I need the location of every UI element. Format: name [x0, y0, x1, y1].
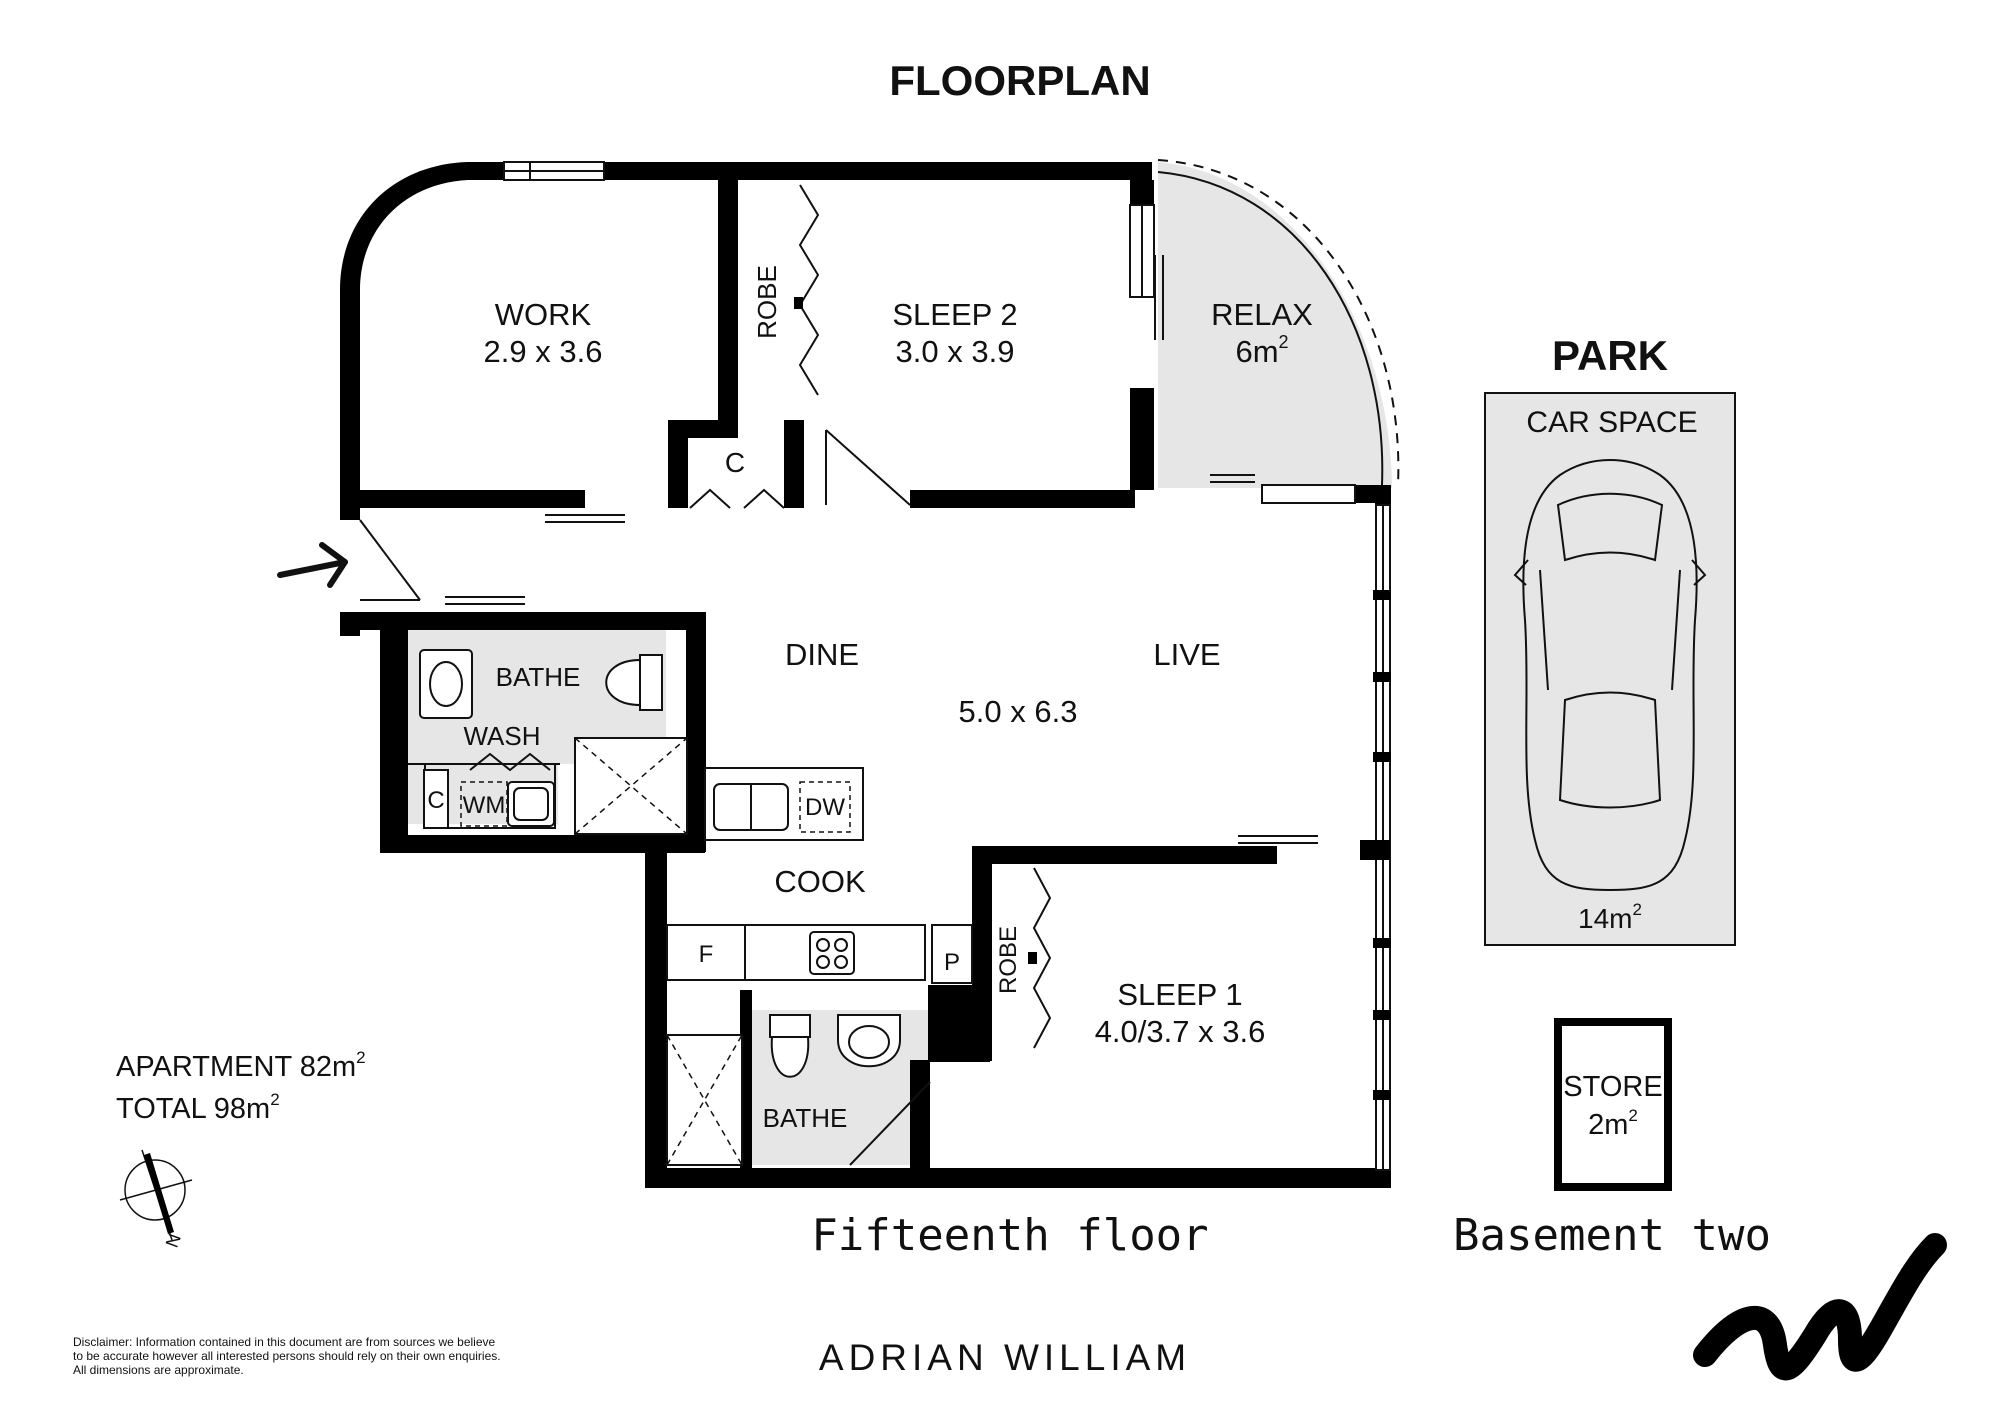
dine-label: DINE [785, 637, 859, 672]
basement-label: Basement two [1453, 1210, 1771, 1261]
fridge-label: F [699, 941, 714, 968]
work-name: WORK [495, 297, 592, 332]
store-area: 2m2 [1588, 1106, 1638, 1141]
car-space-fill [1484, 392, 1736, 946]
sleep2-name: SLEEP 2 [892, 297, 1017, 332]
pantry-label: P [944, 949, 960, 976]
closet-top-label: C [725, 447, 745, 478]
relax-balcony-fill [1158, 162, 1392, 488]
living-dims: 5.0 x 6.3 [959, 694, 1078, 729]
cook-label: COOK [774, 864, 866, 899]
wash-label: WASH [463, 721, 540, 751]
sleep2-dims: 3.0 x 3.9 [896, 334, 1015, 369]
fixtures [419, 649, 973, 1166]
total-area: TOTAL 98m2 [116, 1090, 280, 1125]
car-space-area: 14m2 [1578, 900, 1642, 934]
bathe-ensuite-label: BATHE [763, 1103, 848, 1133]
sleep1-dims: 4.0/3.7 x 3.6 [1095, 1014, 1266, 1049]
north-compass-icon [119, 1149, 193, 1241]
apartment-area: APARTMENT 82m2 [116, 1048, 366, 1083]
work-dims: 2.9 x 3.6 [484, 334, 603, 369]
floor-label: Fifteenth floor [811, 1210, 1208, 1261]
dw-label: DW [805, 794, 845, 821]
robe-sleep1-label: ROBE [995, 926, 1022, 994]
store-name: STORE [1563, 1071, 1662, 1103]
bathe-main-label: BATHE [496, 662, 581, 692]
relax-name: RELAX [1211, 297, 1313, 332]
disclaimer-line-1: Disclaimer: Information contained in thi… [73, 1335, 496, 1349]
compass-label: N [162, 1231, 185, 1250]
car-space-label: CAR SPACE [1526, 406, 1697, 439]
live-label: LIVE [1153, 637, 1220, 672]
closet-wash-label: C [427, 787, 444, 814]
openings [359, 159, 1400, 1171]
wm-label: WM [463, 792, 506, 819]
disclaimer-line-2: to be accurate however all interested pe… [73, 1349, 501, 1363]
disclaimer-line-3: All dimensions are approximate. [73, 1363, 244, 1377]
brand-logo-icon [1693, 1233, 1947, 1381]
car-icon [1513, 459, 1707, 892]
brand-name: ADRIAN WILLIAM [819, 1337, 1191, 1378]
entry-arrow-icon [277, 542, 348, 588]
park-heading: PARK [1552, 332, 1668, 379]
sleep1-name: SLEEP 1 [1117, 977, 1242, 1012]
relax-area: 6m2 [1235, 332, 1288, 369]
page-title: FLOORPLAN [889, 57, 1150, 104]
robe-top-label: ROBE [752, 265, 782, 339]
